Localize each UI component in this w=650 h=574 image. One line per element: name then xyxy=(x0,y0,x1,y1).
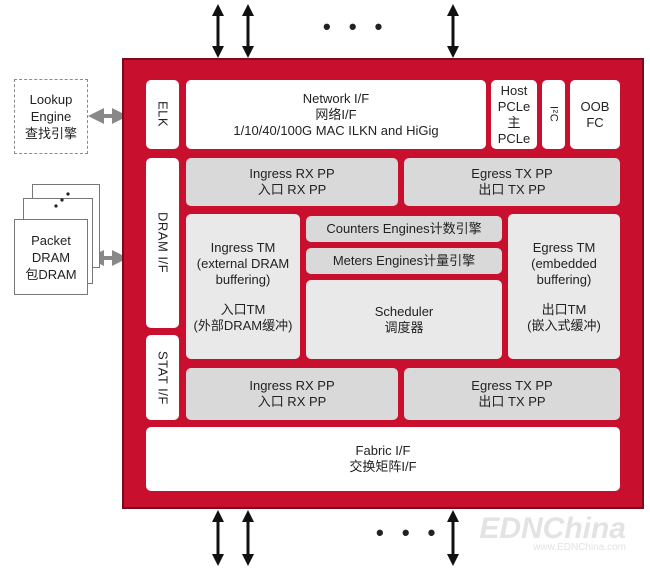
meters-engines-label: Meters Engines计量引擎 xyxy=(332,253,476,268)
i2c-block: I²C xyxy=(542,80,565,149)
stat-if-label: STAT I/F xyxy=(155,350,171,405)
egress-tx-pp-top: Egress TX PP 出口 TX PP xyxy=(404,158,620,206)
network-if-line-3: 1/10/40/100G MAC ILKN and HiGig xyxy=(233,122,439,138)
lookup-engine-line-3: 查找引擎 xyxy=(24,126,77,141)
ingress-rx-pp-bottom-line-1: Ingress RX PP xyxy=(249,378,335,393)
ingress-rx-pp-top-line-1: Ingress RX PP xyxy=(249,166,335,181)
oob-fc-line-1: OOB xyxy=(580,98,610,114)
packet-dram-line-3: 包DRAM xyxy=(25,266,77,282)
egress-tx-pp-bottom-line-1: Egress TX PP xyxy=(471,378,553,393)
ingress-tm-line-5: 入口TM xyxy=(220,301,266,317)
ingress-tm-block: Ingress TM (external DRAM buffering) 入口T… xyxy=(186,214,300,359)
packet-dram: Packet DRAM 包DRAM xyxy=(14,219,88,295)
host-pcle-block: Host PCLe 主 PCLe xyxy=(491,80,537,149)
counters-engines-label: Counters Engines计数引擎 xyxy=(326,221,482,236)
fabric-if-line-1: Fabric I/F xyxy=(355,443,411,458)
ingress-rx-pp-top-line-2: 入口 RX PP xyxy=(257,182,327,197)
watermark-brand: EDNChina xyxy=(479,512,626,545)
host-pcle-line-1: Host xyxy=(500,82,528,98)
counters-engines-block: Counters Engines计数引擎 xyxy=(306,216,502,242)
network-if-block: Network I/F 网络I/F 1/10/40/100G MAC ILKN … xyxy=(186,80,486,149)
scheduler-block: Scheduler 调度器 xyxy=(306,280,502,359)
oob-fc-line-2: FC xyxy=(586,114,604,130)
i2c-label: I²C xyxy=(547,106,560,123)
ingress-tm-line-2: (external DRAM xyxy=(196,255,290,271)
stack-dots-icon xyxy=(54,192,70,208)
egress-tm-line-3: buffering) xyxy=(536,271,592,287)
ingress-tm-line-1: Ingress TM xyxy=(210,239,276,255)
bottom-more-dots: • • • xyxy=(376,520,442,545)
host-pcle-line-2: PCLe xyxy=(497,98,531,114)
ingress-rx-pp-bottom: Ingress RX PP 入口 RX PP xyxy=(186,368,398,420)
egress-tx-pp-bottom: Egress TX PP 出口 TX PP xyxy=(404,368,620,420)
meters-engines-block: Meters Engines计量引擎 xyxy=(306,248,502,274)
egress-tm-block: Egress TM (embedded buffering) 出口TM (嵌入式… xyxy=(508,214,620,359)
watermark-url: www.EDNChina.com xyxy=(533,542,626,553)
ingress-tm-line-3: buffering) xyxy=(215,271,271,287)
packet-dram-line-1: Packet xyxy=(31,232,71,248)
fabric-if-block: Fabric I/F 交换矩阵I/F xyxy=(146,427,620,491)
lookup-engine: Lookup Engine 查找引擎 xyxy=(14,79,88,154)
top-more-dots: • • • xyxy=(323,14,389,39)
host-pcle-line-4: PCLe xyxy=(497,130,531,146)
egress-tm-line-2: (embedded xyxy=(531,255,597,271)
network-if-line-1: Network I/F xyxy=(302,90,370,106)
egress-tx-pp-top-line-2: 出口 TX PP xyxy=(478,182,546,197)
elk-block: ELK xyxy=(146,80,179,149)
egress-tx-pp-bottom-line-2: 出口 TX PP xyxy=(478,394,546,409)
switch-chip: ELK DRAM I/F STAT I/F Network I/F 网络I/F … xyxy=(122,58,644,509)
scheduler-line-2: 调度器 xyxy=(384,319,424,335)
ingress-rx-pp-top: Ingress RX PP 入口 RX PP xyxy=(186,158,398,206)
scheduler-line-1: Scheduler xyxy=(374,303,434,319)
oob-fc-block: OOB FC xyxy=(570,80,620,149)
edn-watermark: EDNChina www.EDNChina.com xyxy=(479,514,626,554)
lookup-engine-line-1: Lookup xyxy=(29,92,73,107)
egress-tm-line-6: (嵌入式缓冲) xyxy=(527,317,601,333)
ingress-rx-pp-bottom-line-2: 入口 RX PP xyxy=(257,394,327,409)
egress-tm-line-5: 出口TM xyxy=(541,301,587,317)
network-if-line-2: 网络I/F xyxy=(315,106,357,122)
packet-dram-line-2: DRAM xyxy=(31,249,71,265)
fabric-if-line-2: 交换矩阵I/F xyxy=(349,459,417,474)
egress-tm-line-1: Egress TM xyxy=(532,239,596,255)
stat-if-block: STAT I/F xyxy=(146,335,179,420)
lookup-engine-line-2: Engine xyxy=(30,109,72,124)
dram-if-block: DRAM I/F xyxy=(146,158,179,328)
dram-if-label: DRAM I/F xyxy=(155,212,171,274)
egress-tx-pp-top-line-1: Egress TX PP xyxy=(471,166,553,181)
elk-label: ELK xyxy=(155,101,171,128)
ingress-tm-line-6: (外部DRAM缓冲) xyxy=(193,317,293,333)
host-pcle-line-3: 主 xyxy=(507,114,521,130)
